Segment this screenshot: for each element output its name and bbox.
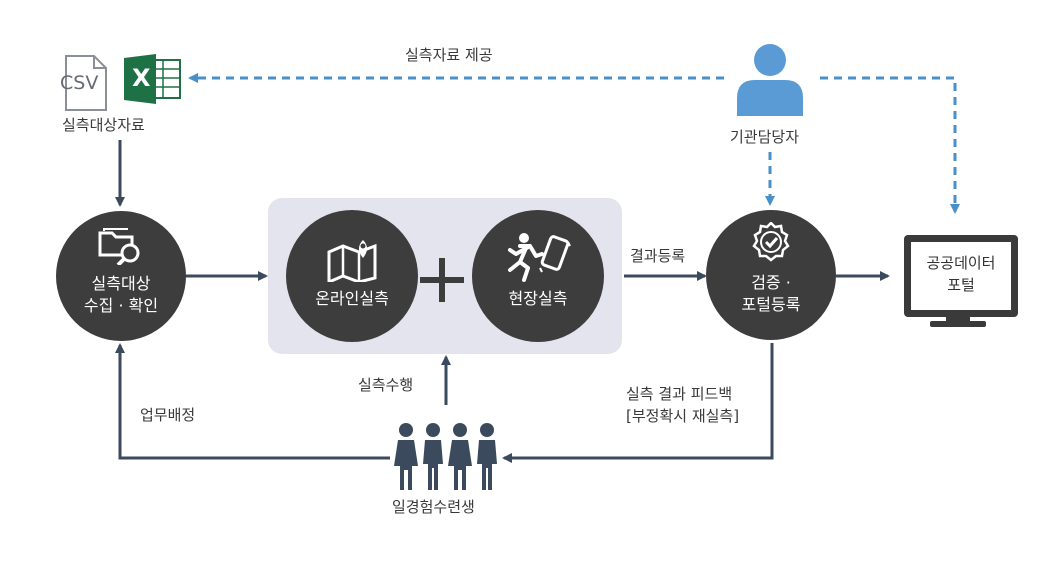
csv-file-label: CSV xyxy=(60,72,99,94)
node-verify: 검증 · 포털등록 xyxy=(706,210,836,340)
result-register-label: 결과등록 xyxy=(630,247,686,265)
node-field-label: 현장실측 xyxy=(508,289,568,308)
arrow-trainees-to-collect xyxy=(115,343,390,460)
node-collect-line1: 실측대상 xyxy=(91,274,151,293)
monitor-stand xyxy=(946,316,970,324)
monitor-base xyxy=(930,321,986,327)
person-icon xyxy=(735,42,805,118)
feedback-line1: 실측 결과 피드백 xyxy=(626,385,733,403)
perform-label: 실측수행 xyxy=(358,376,414,394)
portal-line1: 공공데이터 xyxy=(926,254,996,272)
map-pin-icon xyxy=(327,238,377,285)
arrow-verify-to-trainees xyxy=(502,343,774,463)
node-field: 현장실측 xyxy=(472,210,604,342)
excel-file-letter: X xyxy=(132,64,151,92)
running-phone-icon xyxy=(506,232,572,284)
node-verify-line1: 검증 · xyxy=(751,273,791,292)
csv-file-icon: CSV xyxy=(58,54,110,112)
portal-line2: 포털 xyxy=(947,276,975,294)
node-collect-line2: 수집 · 확인 xyxy=(83,296,159,315)
folder-search-icon xyxy=(98,225,144,267)
node-online: 온라인실측 xyxy=(286,210,418,342)
plus-icon xyxy=(420,258,464,302)
node-online-label: 온라인실측 xyxy=(315,289,389,308)
trainees-label: 일경험수련생 xyxy=(392,498,475,516)
people-group-icon xyxy=(392,420,502,492)
feedback-line2: [부정확시 재실측] xyxy=(626,407,740,425)
task-assign-label: 업무배정 xyxy=(140,406,196,424)
portal-screen: 공공데이터 포털 xyxy=(904,235,1018,317)
node-verify-line2: 포털등록 xyxy=(741,295,801,314)
officer-label: 기관담당자 xyxy=(730,128,800,146)
target-data-label: 실측대상자료 xyxy=(62,116,145,134)
arrow-officer-to-portal xyxy=(820,76,960,214)
node-collect: 실측대상 수집 · 확인 xyxy=(56,211,186,341)
excel-file-icon: X xyxy=(124,54,182,104)
data-provision-label: 실측자료 제공 xyxy=(405,46,493,64)
check-badge-icon xyxy=(751,221,791,262)
